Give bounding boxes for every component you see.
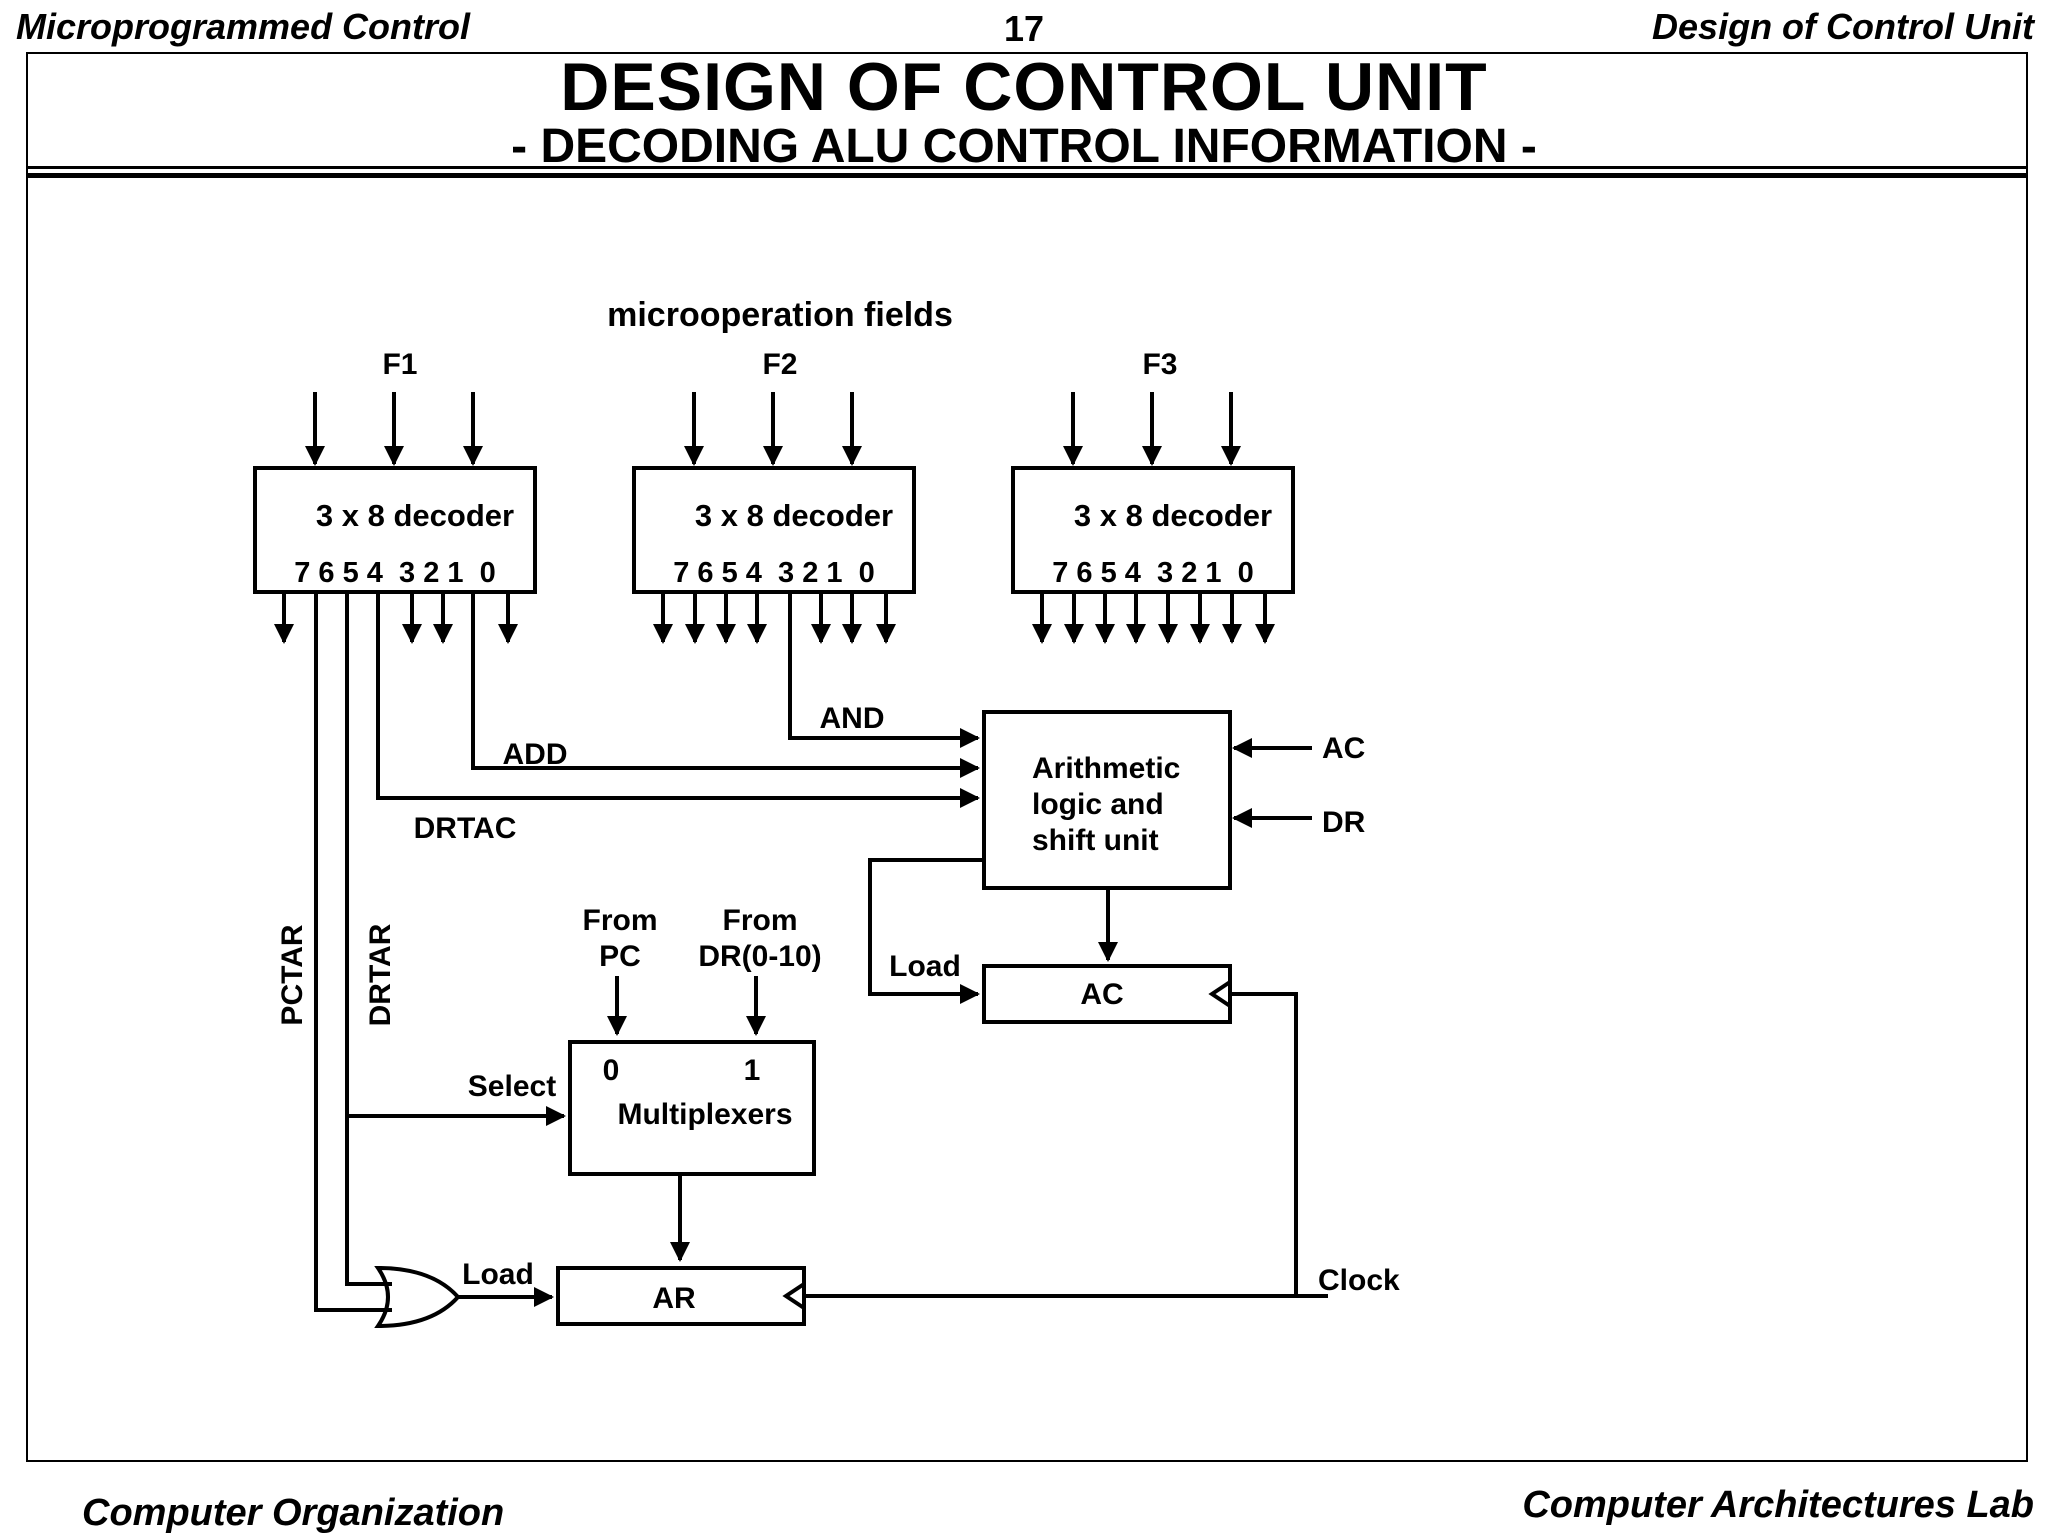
- f1-output-arrows: [274, 592, 518, 644]
- footer-course: Computer Organization: [82, 1492, 505, 1534]
- add-signal-label: ADD: [503, 738, 568, 771]
- decoder-f3-label: 3 x 8 decoder: [1074, 498, 1272, 533]
- slide-frame: [26, 52, 2028, 1462]
- from-dr-label-line2: DR(0-10): [698, 940, 821, 973]
- field-f2-label: F2: [762, 348, 797, 381]
- and-signal-label: AND: [820, 702, 885, 735]
- or-gate: [374, 1265, 461, 1329]
- field-f3-label: F3: [1142, 348, 1177, 381]
- title-divider-thick: [26, 173, 2028, 178]
- f3-output-arrows: [1032, 592, 1275, 644]
- from-pc-label-line2: PC: [599, 940, 641, 973]
- from-dr-label-line1: From: [723, 904, 798, 937]
- slide-subtitle: - DECODING ALU CONTROL INFORMATION -: [511, 122, 1537, 166]
- multiplexer-box: [568, 1040, 816, 1176]
- drtac-signal-label: DRTAC: [414, 812, 517, 845]
- ac-input-label: AC: [1322, 732, 1365, 765]
- pctar-signal-label: PCTAR: [276, 924, 309, 1025]
- alu-label-line3: shift unit: [1032, 824, 1159, 857]
- ac-clock-triangle: [1208, 980, 1232, 1008]
- load-ar-label: Load: [462, 1258, 534, 1291]
- mux-label: Multiplexers: [617, 1098, 792, 1131]
- mux-input-1: 1: [744, 1054, 761, 1087]
- dr-input-label: DR: [1322, 806, 1366, 839]
- decoder-f2-label: 3 x 8 decoder: [695, 498, 893, 533]
- clock-label: Clock: [1318, 1264, 1400, 1297]
- drtar-signal-label: DRTAR: [364, 923, 397, 1026]
- slide-title: DESIGN OF CONTROL UNIT: [560, 49, 1488, 125]
- ar-register-label: AR: [652, 1282, 696, 1315]
- load-ac-label: Load: [889, 950, 961, 983]
- alu-label-line1: Arithmetic: [1032, 752, 1180, 785]
- clock-to-ac-line: [1230, 992, 1298, 1296]
- decoder-f3: [1011, 466, 1295, 594]
- decoder-f1-pins: 7 6 5 4 3 2 1 0: [294, 557, 496, 589]
- decoder-f1: [253, 466, 537, 594]
- add-signal-line: [471, 592, 980, 778]
- f2-output-arrows: [653, 592, 896, 644]
- title-divider: [26, 166, 2028, 169]
- ac-register-label: AC: [1080, 978, 1123, 1011]
- alu-label-line2: logic and: [1032, 788, 1164, 821]
- drtar-signal-line: [345, 592, 392, 1286]
- decoder-f2: [632, 466, 916, 594]
- decoder-f1-label: 3 x 8 decoder: [316, 498, 514, 533]
- field-f1-label: F1: [382, 348, 417, 381]
- from-pc-label-line1: From: [583, 904, 658, 937]
- f1-input-arrows: [305, 392, 483, 466]
- decoder-f3-pins: 7 6 5 4 3 2 1 0: [1052, 557, 1254, 589]
- header-topic: Design of Control Unit: [1652, 6, 2034, 47]
- f3-input-arrows: [1063, 392, 1241, 466]
- mux-input-0: 0: [603, 1054, 620, 1087]
- f2-input-arrows: [684, 392, 862, 466]
- microoperation-fields-label: microoperation fields: [607, 296, 953, 334]
- load-ac-line: [868, 858, 984, 1004]
- pctar-signal-line: [314, 592, 392, 1312]
- decoder-f2-pins: 7 6 5 4 3 2 1 0: [673, 557, 875, 589]
- footer-lab: Computer Architectures Lab: [1522, 1484, 2034, 1526]
- select-label: Select: [468, 1070, 556, 1103]
- and-signal-line: [788, 592, 980, 748]
- drtac-signal-line: [376, 592, 980, 808]
- ar-clock-triangle: [782, 1282, 806, 1310]
- header-course-section: Microprogrammed Control: [16, 6, 471, 47]
- header-page-number: 17: [1003, 8, 1045, 49]
